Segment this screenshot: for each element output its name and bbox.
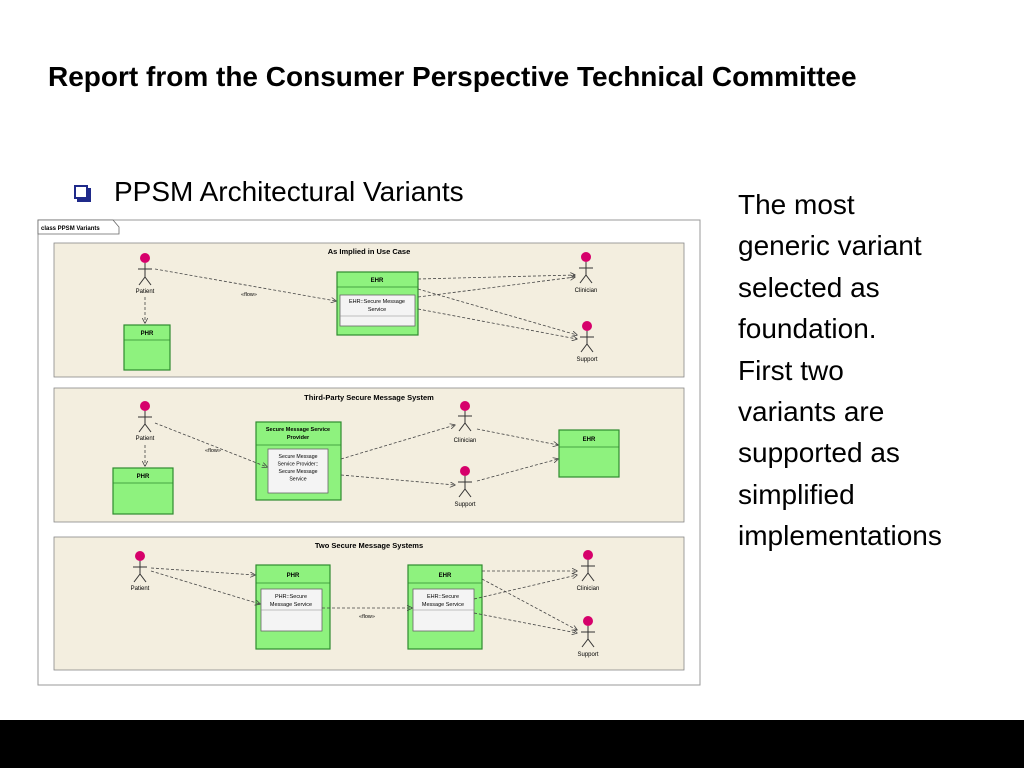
actor-patient-1: Patient (136, 253, 155, 295)
dependency-arrow (417, 275, 575, 280)
dependency-arrow (417, 277, 575, 298)
actor-head-icon (460, 466, 470, 476)
flow-label: «flow» (205, 448, 221, 454)
node-phr-2: PHR (112, 467, 174, 515)
panel-two-systems: Two Secure Message Systems Patient PHR P… (53, 536, 685, 671)
panel-3-background (53, 536, 685, 671)
actor-support-3: Support (577, 616, 599, 658)
side-note: The most generic variant selected as fou… (738, 189, 942, 552)
node-label: PHR (141, 331, 154, 337)
actor-clinician-3: Clinician (577, 550, 600, 592)
actor-label: Clinician (575, 288, 598, 294)
ppsm-variants-diagram: class PPSM Variants As Implied in Use Ca… (37, 219, 702, 687)
bullet-text: PPSM Architectural Variants (114, 176, 464, 207)
dependency-arrow (476, 459, 558, 482)
actor-head-icon (140, 253, 150, 263)
panel-as-implied: As Implied in Use Case Patient PHR EHR E… (53, 242, 685, 378)
dependency-arrow (473, 612, 577, 633)
bullet-item: PPSM Architectural Variants (74, 172, 464, 212)
actor-label: Support (577, 652, 598, 658)
dependency-arrow (473, 575, 577, 600)
flow-label: «flow» (359, 614, 375, 620)
node-label: EHR (439, 573, 452, 579)
node-label: PHR (287, 573, 300, 579)
actor-support-2: Support (454, 466, 476, 508)
actor-head-icon (583, 550, 593, 560)
checkbox-bullet-icon (74, 185, 88, 199)
actor-label: Patient (131, 586, 150, 592)
dependency-arrow (476, 428, 558, 445)
footer-bar (0, 720, 1024, 768)
actor-head-icon (135, 551, 145, 561)
actor-support-1: Support (576, 321, 598, 363)
actor-head-icon (460, 401, 470, 411)
dependency-arrow (481, 578, 577, 630)
node-label: EHR (583, 437, 596, 443)
panel-1-title: As Implied in Use Case (328, 247, 411, 256)
actor-label: Support (454, 502, 475, 508)
panel-third-party: Third-Party Secure Message System Patien… (53, 387, 685, 523)
actor-label: Patient (136, 289, 155, 295)
actor-label: Patient (136, 436, 155, 442)
flow-arrow (154, 422, 267, 467)
frame-label: class PPSM Variants (41, 226, 100, 232)
node-phr-1: PHR (123, 324, 171, 371)
actor-clinician-1: Clinician (575, 252, 598, 294)
node-label: PHR (137, 474, 150, 480)
panel-2-title: Third-Party Secure Message System (304, 393, 434, 402)
frame-label-tab (37, 219, 120, 235)
actor-patient-2: Patient (136, 401, 155, 442)
dependency-arrow (340, 474, 455, 485)
actor-label: Support (576, 357, 597, 363)
node-label: EHR (371, 278, 384, 284)
actor-head-icon (140, 401, 150, 411)
dependency-arrow (150, 570, 260, 604)
actor-patient-3: Patient (131, 551, 150, 592)
actor-head-icon (583, 616, 593, 626)
dependency-arrow (417, 308, 577, 339)
panel-3-title: Two Secure Message Systems (315, 541, 423, 550)
actor-label: Clinician (454, 438, 477, 444)
slide-title: Report from the Consumer Perspective Tec… (48, 61, 857, 92)
flow-arrow (154, 268, 336, 301)
dependency-arrow (417, 288, 577, 335)
flow-label: «flow» (241, 292, 257, 298)
node-ehr-2: EHR (558, 429, 620, 478)
actor-clinician-2: Clinician (454, 401, 477, 444)
dependency-arrow (150, 567, 255, 575)
actor-label: Clinician (577, 586, 600, 592)
actor-head-icon (581, 252, 591, 262)
actor-head-icon (582, 321, 592, 331)
